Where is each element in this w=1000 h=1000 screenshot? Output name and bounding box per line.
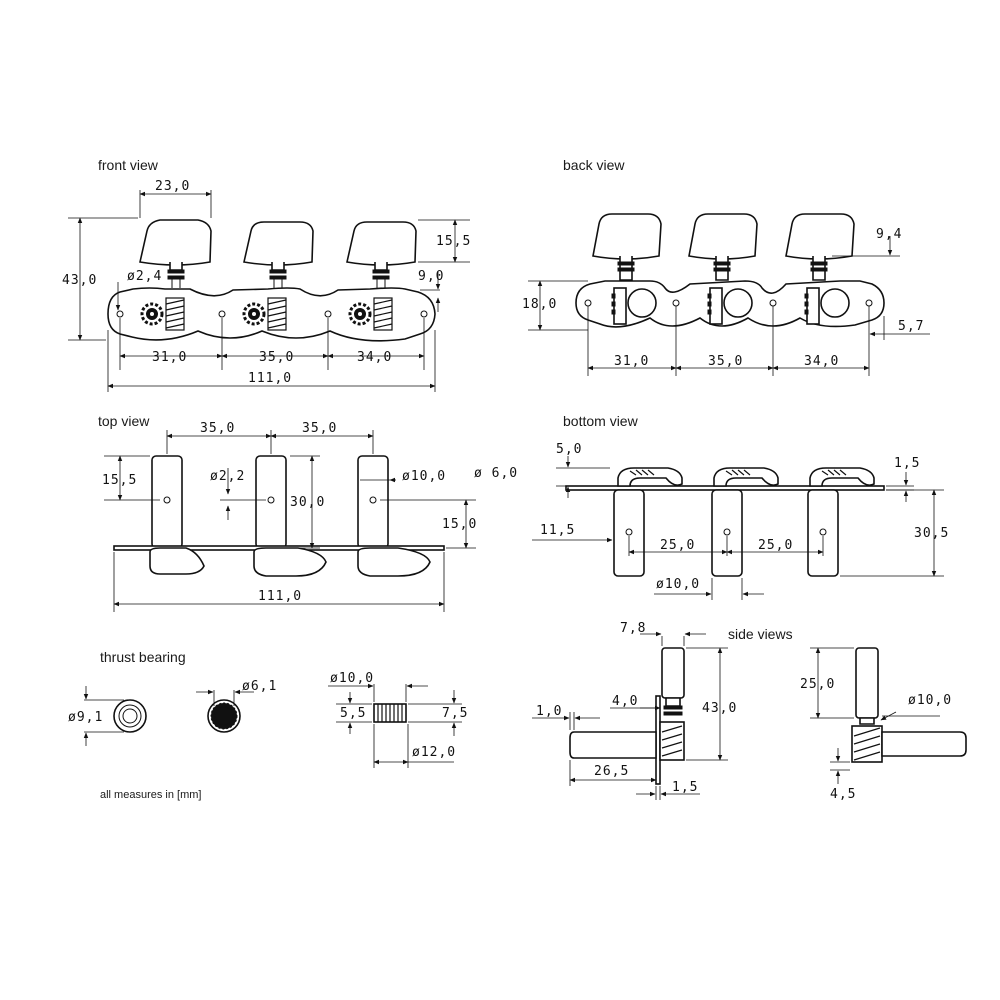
dim-label: 31,0 [152,350,187,365]
back-view-title: back view [563,157,625,173]
dim-label: 7,8 [620,621,646,636]
dim-label: 25,0 [660,538,695,553]
dim-label: 111,0 [258,589,302,604]
dim-label: ø9,1 [68,710,103,725]
dim-label: 30,0 [290,495,325,510]
front-knob [139,219,212,288]
mounting-hole [116,310,124,318]
mounting-hole [420,310,428,318]
dim-label: 15,5 [436,234,471,249]
bearing-ring-icon [113,699,147,733]
dim-label: 15,0 [442,517,477,532]
side-views-title: side views [728,626,793,642]
dim-label: 31,0 [614,354,649,369]
dim-label: ø12,0 [412,745,456,760]
dim-label: 111,0 [248,371,292,386]
side-view-2 [851,647,967,763]
dim-label: 1,5 [894,456,920,471]
dim-label: ø10,0 [908,693,952,708]
post [357,455,389,549]
dim-label: ø10,0 [330,671,374,686]
dim-label: 7,5 [442,706,468,721]
front-view: front view [62,157,471,392]
units-note: all measures in [mm] [100,789,201,801]
dim-label: 35,0 [708,354,743,369]
bearing-ring-icon [207,699,241,733]
gear-icon [140,302,164,326]
bearing-sleeve [373,703,407,723]
worm-post [611,287,657,325]
back-view: back view [522,157,930,376]
dim-label: 5,5 [340,706,366,721]
dim-label: ø2,2 [210,469,245,484]
dim-label: 23,0 [155,179,190,194]
dim-label: 25,0 [800,677,835,692]
worm-post [804,287,850,325]
front-view-title: front view [98,157,159,173]
side-view-1 [569,647,685,785]
back-knob [785,213,855,281]
dim-label: 26,5 [594,764,629,779]
dim-label: 18,0 [522,297,557,312]
gear-icon [242,302,266,326]
dim-label: ø10,0 [656,577,700,592]
worm-post [707,287,753,325]
mounting-hole [324,310,332,318]
dim-label: 34,0 [357,350,392,365]
front-knob [346,221,417,288]
front-knob [243,221,314,288]
dim-label: 35,0 [302,421,337,436]
bottom-view-title: bottom view [563,413,639,429]
dim-label: 1,0 [536,704,562,719]
dim-label: 25,0 [758,538,793,553]
dim-label: ø10,0 [402,469,446,484]
dim-label: 34,0 [804,354,839,369]
bottom-knob [711,467,779,577]
dim-label: 35,0 [259,350,294,365]
dim-label: 9,4 [876,227,902,242]
back-knob [688,213,758,281]
bottom-knob [807,467,875,577]
gear-icon [348,302,372,326]
worm-icon [267,297,287,331]
top-view-title: top view [98,413,150,429]
dim-label: 43,0 [62,273,97,288]
dim-label: 30,5 [914,526,949,541]
bottom-knob [613,467,683,577]
post [255,455,287,549]
dim-label: 15,5 [102,473,137,488]
dim-label: 9,0 [418,269,444,284]
side-views: side views 7,8 4,0 43,0 1,0 26,5 1,5 [532,621,967,802]
worm-icon [165,297,185,331]
dim-label: 4,0 [612,694,638,709]
dim-label: 35,0 [200,421,235,436]
bottom-view: bottom view 5,0 1,5 11,5 [532,413,949,600]
thrust-bearing: thrust bearing ø9,1 ø6,1 ø10,0 5,5 [68,649,468,801]
worm-icon [373,297,393,331]
thrust-bearing-title: thrust bearing [100,649,186,665]
dim-label: ø 6,0 [474,466,518,481]
dim-label: 43,0 [702,701,737,716]
top-view: top view 35,0 35,0 15,5 ø2,2 ø10,0 ø 6,0… [98,413,518,612]
dim-label: 11,5 [540,523,575,538]
dim-label: 5,0 [556,442,582,457]
mounting-hole [218,310,226,318]
back-knob [592,213,662,281]
dim-label: ø2,4 [127,269,162,284]
dim-label: 5,7 [898,319,924,334]
dim-label: 1,5 [672,780,698,795]
dim-label: ø6,1 [242,679,277,694]
post [151,455,183,549]
dim-label: 4,5 [830,787,856,802]
